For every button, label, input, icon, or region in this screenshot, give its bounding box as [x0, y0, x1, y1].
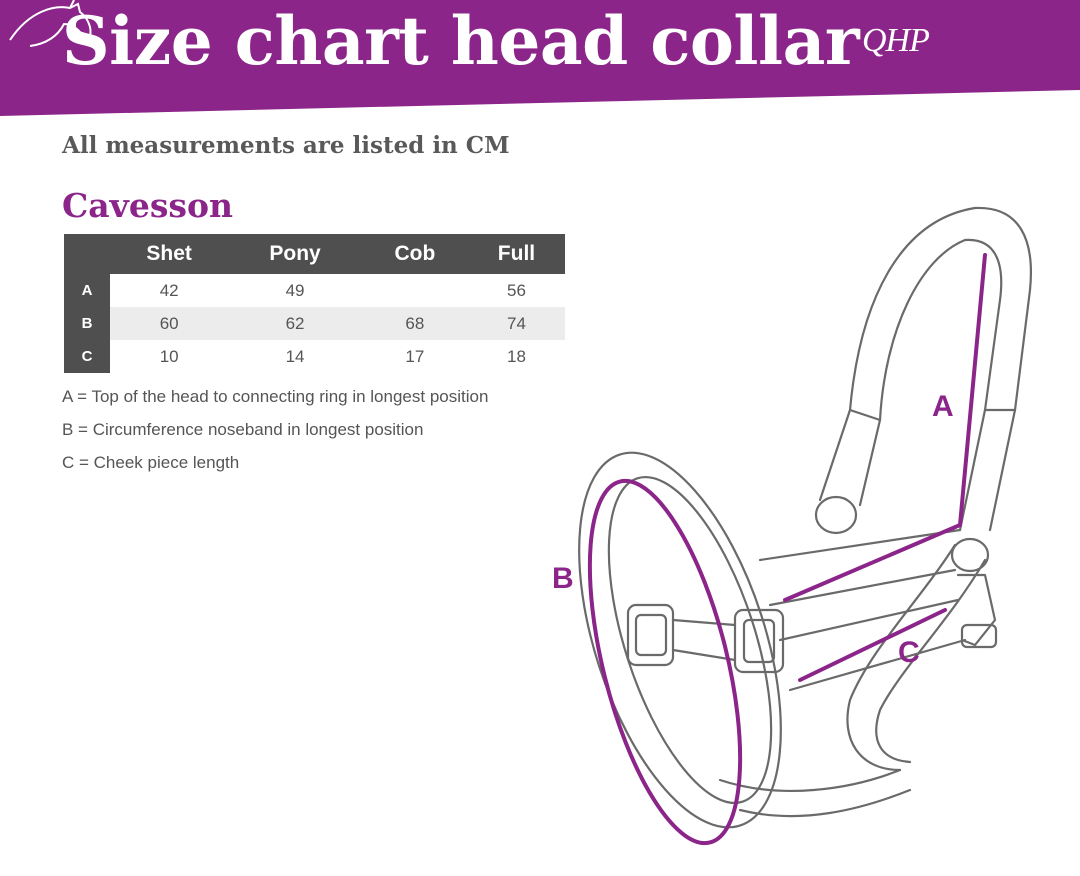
header-banner: Size chart head collar QHP [0, 0, 1080, 120]
table-cell: 18 [507, 346, 526, 366]
row-label: B [64, 307, 110, 340]
table-cell: 68 [361, 307, 468, 340]
brand-logo-text: QHP [862, 22, 930, 59]
table-cell: 10 [159, 346, 179, 366]
head-collar-outline [578, 206, 1032, 829]
table-header-row: Shet Pony Cob Full [64, 234, 565, 274]
legend-item: B = Circumference noseband in longest po… [62, 420, 424, 439]
table-header-cell [64, 234, 110, 274]
measurement-c-line [798, 608, 947, 682]
diagram-label-a: A [932, 390, 954, 423]
table-row: B 60 62 68 74 [64, 307, 565, 340]
banner-background [0, 0, 1080, 116]
legend-item: C = Cheek piece length [62, 453, 240, 472]
table-cell: 42 [159, 280, 179, 300]
table-header-cell: Pony [228, 234, 362, 274]
row-label: C [64, 340, 110, 373]
measurement-lines [587, 253, 987, 846]
measurement-note: All measurements are listed in CM [62, 132, 510, 159]
table-cell: 60 [110, 307, 229, 340]
table-cell: 17 [405, 346, 425, 366]
measurement-b-loop [587, 478, 743, 846]
diagram-label-c: C [898, 636, 920, 669]
legend-list: A = Top of the head to connecting ring i… [62, 384, 488, 483]
size-table: Shet Pony Cob Full A 42 49 56 B 60 62 68… [64, 234, 565, 373]
section-title: Cavesson [62, 186, 233, 225]
table-row: A 42 49 56 [64, 274, 565, 307]
table-cell: 56 [507, 280, 526, 300]
table-cell: 74 [467, 307, 565, 340]
table-cell: 49 [285, 280, 305, 300]
table-header-cell: Cob [361, 234, 468, 274]
table-header-cell: Shet [110, 234, 229, 274]
table-header-cell: Full [467, 234, 565, 274]
page-title: Size chart head collar [62, 2, 860, 80]
horse-logo-icon [9, 0, 92, 47]
diagram-label-b: B [552, 562, 574, 595]
table-cell: 14 [285, 346, 305, 366]
table-cell: 62 [228, 307, 362, 340]
row-label: A [64, 274, 110, 307]
table-row: C 10 14 17 18 [64, 340, 565, 373]
measurement-a-line [783, 253, 987, 602]
legend-item: A = Top of the head to connecting ring i… [62, 387, 489, 406]
